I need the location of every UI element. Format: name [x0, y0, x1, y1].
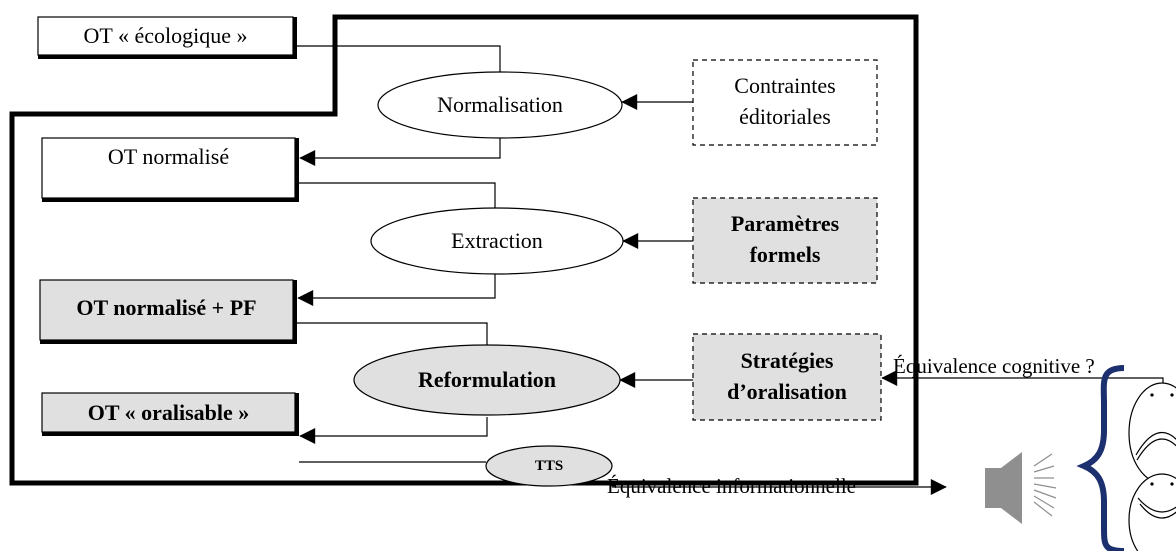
connector-ecologique-normalisation: [297, 45, 501, 72]
box-ot-oralisable-shadow-b: [42, 432, 299, 436]
box-parametres: [692, 197, 878, 284]
main-frame: [9, 14, 919, 486]
ellipse-extraction: [370, 207, 624, 275]
arrow-cognitive-equivalence: [881, 370, 1164, 402]
ellipse-tts: [485, 445, 613, 487]
label-reformulation: Reformulation: [417, 367, 557, 392]
label-extraction: Extraction: [451, 228, 543, 253]
connectors: [297, 45, 1164, 495]
sad-face-icon: [1128, 382, 1176, 484]
box-ot-ecologique-shadow-b: [38, 55, 297, 59]
connector-normalise-extraction: [299, 182, 496, 208]
label-ot-normalise-pf: OT normalisé + PF: [76, 295, 257, 320]
label-strategies-line1: Stratégies: [740, 348, 834, 373]
arrow-to-ot-oralisable: [299, 417, 488, 444]
speaker-icon: [985, 452, 1057, 524]
ellipse-reformulation: [353, 344, 621, 416]
label-parametres-line1: Paramètres: [730, 211, 840, 236]
box-ot-normalise-shadow: [295, 138, 299, 202]
box-ot-normalise-pf-shadow: [293, 280, 297, 344]
label-tts: TTS: [534, 458, 564, 474]
label-contraintes-line1: Contraintes: [734, 73, 836, 98]
ellipse-normalisation: [377, 71, 623, 139]
label-ot-ecologique: OT « écologique »: [83, 23, 248, 48]
label-ot-normalise: OT normalisé: [107, 144, 230, 169]
label-parametres-line2: formels: [749, 242, 821, 267]
label-ot-oralisable: OT « oralisable »: [87, 399, 250, 425]
label-equivalence-informationnelle: Équivalence informationnelle: [607, 474, 856, 498]
box-ot-oralisable-shadow: [295, 393, 299, 436]
label-contraintes-line2: éditoriales: [739, 104, 831, 129]
label-strategies-line2: d’oralisation: [727, 379, 847, 404]
box-contraintes: [692, 59, 878, 146]
box-strategies: [692, 333, 882, 421]
connector-pf-reformulation: [297, 322, 488, 348]
curly-brace-icon: [1076, 365, 1125, 551]
box-ot-normalise-pf: [39, 279, 294, 341]
arrow-to-ot-normalise: [299, 138, 501, 166]
box-ot-ecologique-shadow: [293, 17, 297, 59]
label-normalisation: Normalisation: [437, 92, 563, 117]
happy-face-icon: [1128, 473, 1176, 551]
label-equivalence-cognitive: Équivalence cognitive ?: [893, 354, 1095, 378]
arrow-to-ot-normalise-pf: [297, 273, 496, 306]
box-ot-normalise-shadow-b: [42, 198, 299, 202]
box-ot-normalise-pf-shadow-b: [40, 340, 297, 344]
